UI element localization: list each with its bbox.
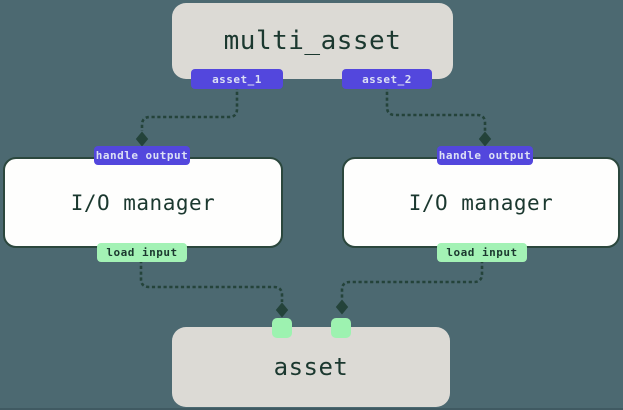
io-manager-node-right: I/O manager — [342, 157, 620, 248]
arrowhead-diamond — [275, 302, 289, 318]
io-manager-node-left: I/O manager — [3, 157, 283, 248]
multi-asset-label: multi_asset — [223, 26, 402, 56]
load-input-badge-left-label: load input — [106, 246, 178, 259]
asset-label: asset — [273, 353, 349, 381]
connector-asset2-to-right-io — [385, 86, 492, 147]
asset-input-port-left — [272, 318, 292, 338]
output-badge-asset-1-label: asset_1 — [212, 72, 262, 86]
handle-output-badge-right-label: handle output — [438, 149, 532, 162]
connector-asset1-to-left-io — [135, 86, 239, 147]
arrowhead-diamond — [335, 299, 349, 315]
io-manager-right-label: I/O manager — [408, 190, 554, 215]
arrowhead-diamond — [135, 131, 149, 147]
output-badge-asset-2: asset_2 — [342, 69, 432, 89]
load-input-badge-left: load input — [97, 243, 187, 262]
output-badge-asset-2-label: asset_2 — [362, 72, 412, 86]
bottom-edge-strip — [0, 408, 623, 410]
io-manager-left-label: I/O manager — [70, 190, 216, 215]
load-input-badge-right-label: load input — [446, 246, 518, 259]
output-badge-asset-1: asset_1 — [191, 69, 283, 89]
multi-asset-node: multi_asset — [172, 3, 453, 79]
connector-left-io-to-asset-port — [139, 260, 289, 318]
handle-output-badge-left-label: handle output — [95, 149, 189, 162]
handle-output-badge-right: handle output — [437, 146, 533, 165]
handle-output-badge-left: handle output — [94, 146, 190, 165]
load-input-badge-right: load input — [437, 243, 527, 262]
asset-node: asset — [172, 327, 450, 407]
connector-right-io-to-asset-port — [335, 260, 484, 315]
asset-input-port-right — [331, 318, 351, 338]
arrowhead-diamond — [478, 131, 492, 147]
